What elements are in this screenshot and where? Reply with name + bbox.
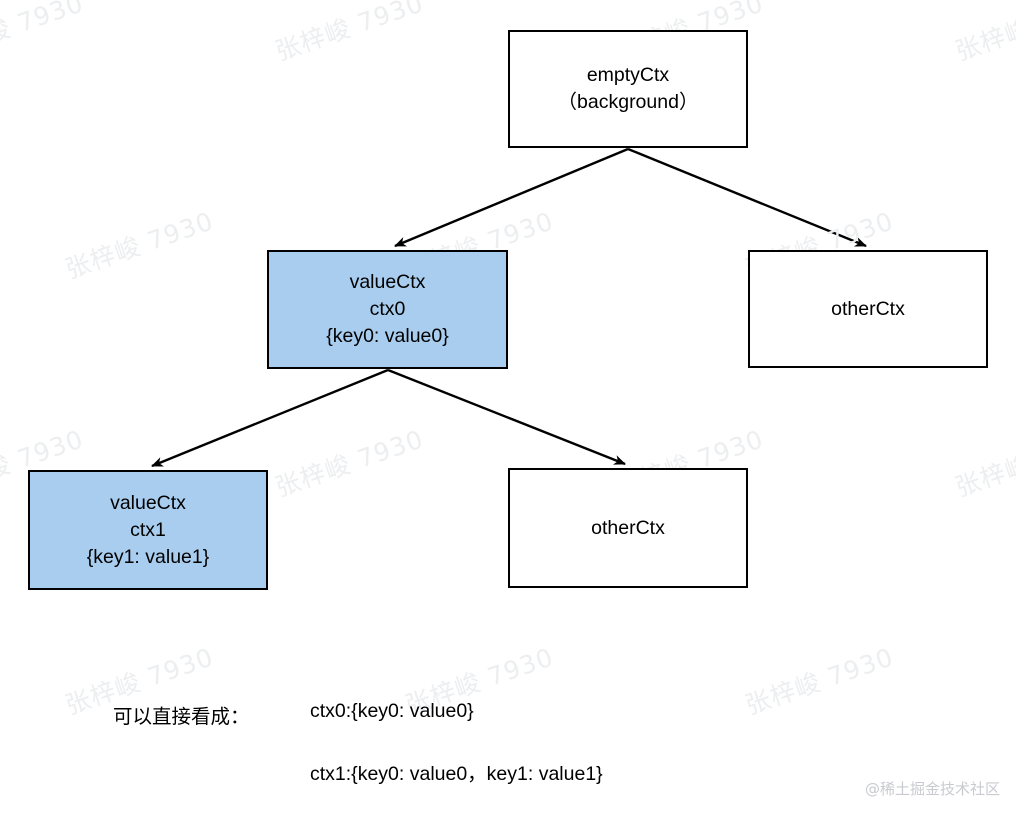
footer-credit: @稀土掘金技术社区 xyxy=(864,780,1000,798)
node-root-line-0: emptyCtx xyxy=(586,64,670,86)
node-ctx0-line-1: ctx0 xyxy=(369,298,406,320)
node-root-line-1: （background） xyxy=(557,91,699,113)
node-ctx0: valueCtx ctx0 {key0: value0} xyxy=(267,250,508,369)
edge-ctx0-to-ctx1 xyxy=(151,368,389,468)
node-ctx1-line-1: ctx1 xyxy=(130,518,166,541)
node-ctx1: valueCtx ctx1 {key1: value1} xyxy=(28,470,268,590)
caption-label: 可以直接看成： xyxy=(113,706,250,728)
node-ctx1-line-2: {key1: value1} xyxy=(86,545,210,568)
node-other-top-line-0: otherCtx xyxy=(831,297,905,320)
caption-ctx0-line: ctx0:{key0: value0} xyxy=(310,700,474,722)
edge-root-to-ctx0 xyxy=(394,147,629,248)
node-root: emptyCtx （background） xyxy=(508,30,748,148)
node-ctx0-line-0: valueCtx xyxy=(349,271,426,293)
node-other-top: otherCtx xyxy=(748,250,988,368)
node-other-bottom-line-0: otherCtx xyxy=(591,516,665,539)
edge-root-to-other-top xyxy=(627,147,867,248)
node-ctx1-line-0: valueCtx xyxy=(110,491,186,514)
node-other-bottom: otherCtx xyxy=(508,468,748,588)
caption-ctx1-line: ctx1:{key0: value0，key1: value1} xyxy=(310,763,603,785)
node-ctx0-line-2: {key0: value0} xyxy=(326,325,449,347)
edge-ctx0-to-other-bottom xyxy=(387,368,626,466)
